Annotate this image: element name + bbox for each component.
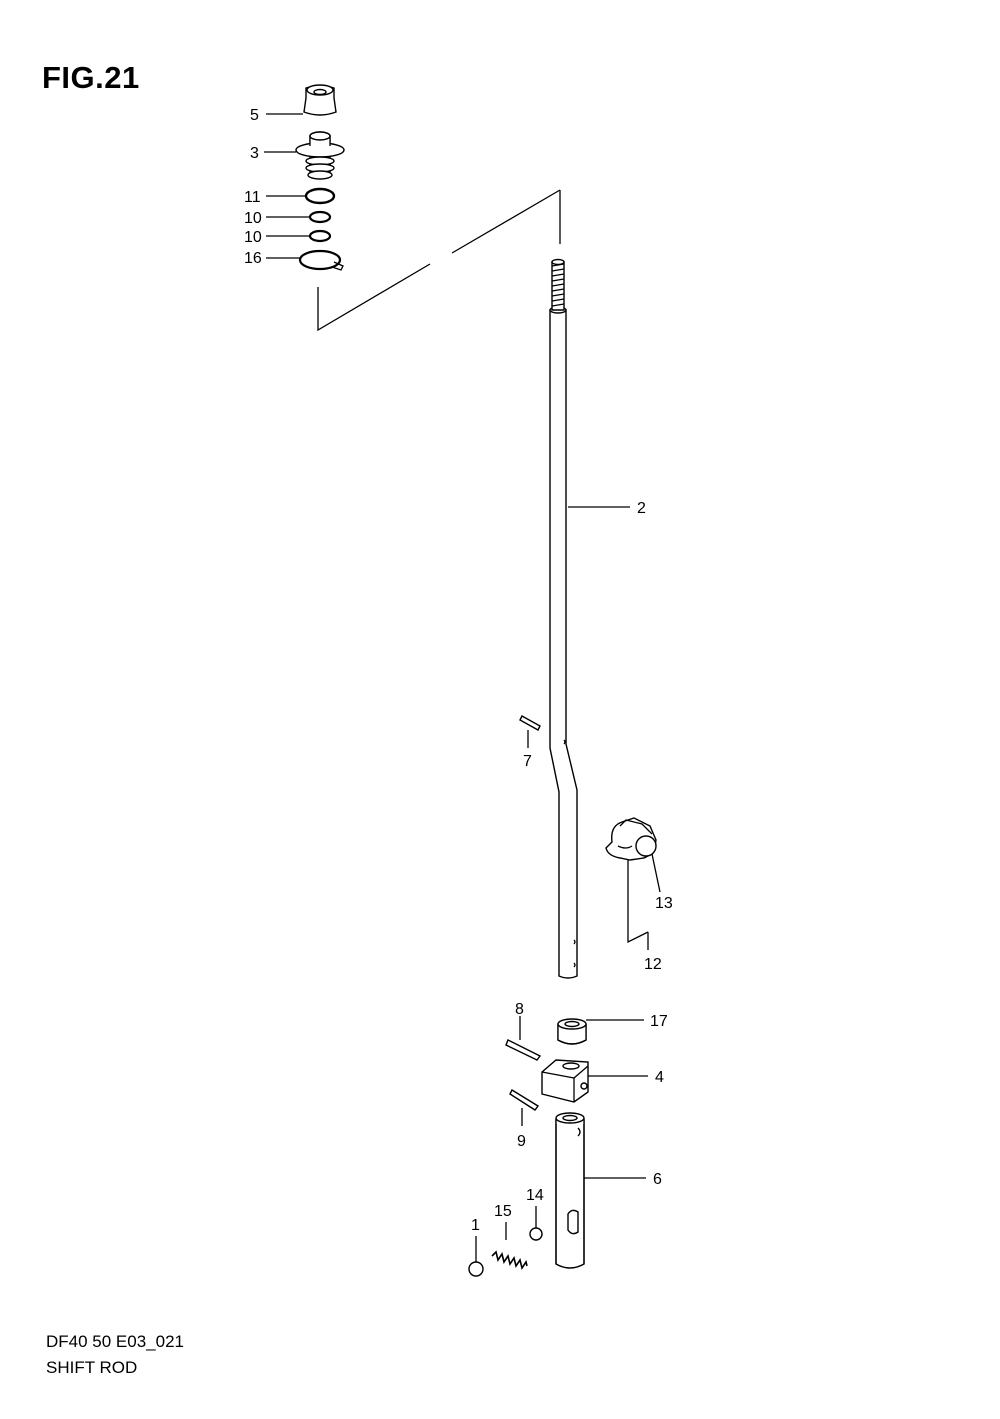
callout-13: 13 [655, 895, 673, 912]
part-3-grommet [295, 131, 345, 180]
part-12-leader [627, 853, 661, 950]
callout-3: 3 [250, 145, 259, 162]
callout-14: 14 [526, 1187, 544, 1204]
callout-4: 4 [655, 1069, 664, 1086]
callout-5: 5 [250, 107, 259, 124]
callout-16: 16 [244, 250, 262, 267]
part-7-pin [519, 715, 541, 748]
callout-17: 17 [650, 1013, 668, 1030]
part-11-o-ring [304, 187, 336, 205]
part-8-pin [505, 1016, 542, 1061]
callout-8: 8 [515, 1001, 524, 1018]
assembly-guide-line [317, 189, 561, 332]
figure-title: FIG.21 [42, 60, 140, 95]
callout-12: 12 [644, 956, 662, 973]
callout-7: 7 [523, 753, 532, 770]
callout-10-lower: 10 [244, 229, 262, 246]
part-10-o-ring-upper [308, 210, 332, 224]
part-13-clip [605, 817, 657, 861]
part-4-block [541, 1059, 589, 1103]
figure-name: SHIFT ROD [46, 1358, 138, 1377]
callout-9: 9 [517, 1133, 526, 1150]
figure-code: DF40 50 E03_021 [46, 1332, 184, 1351]
callout-6: 6 [653, 1171, 662, 1188]
callout-1: 1 [471, 1217, 480, 1234]
part-2-shift-rod [549, 258, 578, 979]
part-17-collar [557, 1018, 587, 1045]
part-14-ball [529, 1206, 543, 1241]
callout-11: 11 [244, 189, 261, 206]
callout-15: 15 [494, 1203, 512, 1220]
callout-2: 2 [637, 500, 646, 517]
part-16-circlip [298, 249, 344, 271]
part-10-o-ring-lower [308, 229, 332, 243]
part-1-ball [468, 1236, 484, 1277]
part-15-spring [491, 1222, 528, 1270]
callout-leaders [264, 113, 648, 1179]
part-9-pin [509, 1089, 540, 1126]
callout-10-upper: 10 [244, 210, 262, 227]
part-6-lower-rod [555, 1112, 585, 1269]
part-5-cap [303, 84, 337, 116]
